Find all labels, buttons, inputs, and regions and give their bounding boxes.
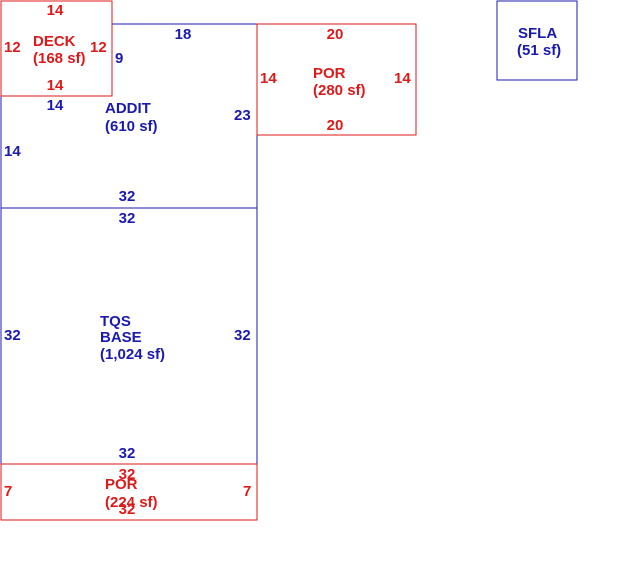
tqs-base-dim-left: 32 — [4, 327, 21, 344]
por-right-dim-top: 20 — [327, 26, 344, 43]
addit-sqft: (610 sf) — [105, 118, 158, 135]
por-bottom-sqft: (224 sf) — [105, 494, 158, 511]
addit-dim-right: 23 — [234, 107, 251, 124]
por-right-dim-right: 14 — [394, 70, 411, 87]
por-bottom-dim-bottom: 32 — [119, 501, 136, 518]
tqs-base-sqft: (1,024 sf) — [100, 346, 165, 363]
addit-name: ADDIT — [105, 100, 151, 117]
por-bottom-dim-right: 7 — [243, 483, 251, 500]
por-right-name: POR — [313, 65, 346, 82]
addit-dim-notch: 9 — [115, 50, 123, 67]
deck-dim-top: 14 — [47, 2, 64, 19]
por-right-sqft: (280 sf) — [313, 82, 366, 99]
por-right-outline — [256, 23, 417, 136]
sfla-area: SFLA (51 sf) — [517, 25, 561, 59]
tqs-base-dim-right: 32 — [234, 327, 251, 344]
deck-dim-left: 12 — [4, 39, 21, 56]
tqs-base-dim-top: 32 — [119, 210, 136, 227]
deck-name: DECK — [33, 33, 76, 50]
por-bottom-dim-left: 7 — [4, 483, 12, 500]
tqs-base-name-line1: TQS — [100, 313, 131, 330]
deck-sqft: (168 sf) — [33, 50, 86, 67]
sfla-sqft: (51 sf) — [517, 42, 561, 59]
por-bottom-dim-top: 32 — [119, 466, 136, 483]
addit-dim-top: 18 — [175, 26, 192, 43]
por-bottom-area: 32 POR (224 sf) 32 7 7 — [4, 466, 251, 518]
por-bottom-outline — [0, 463, 258, 521]
tqs-base-dim-bottom: 32 — [119, 445, 136, 462]
tqs-base-name-line2: BASE — [100, 329, 142, 346]
por-bottom-name: POR — [105, 476, 138, 493]
addit-dim-bottom: 32 — [119, 188, 136, 205]
addit-dim-left: 14 — [4, 143, 21, 160]
deck-dim-right: 12 — [90, 39, 107, 56]
addit-dim-inner-left: 14 — [47, 97, 64, 114]
por-right-dim-left: 14 — [260, 70, 277, 87]
sfla-outline — [496, 0, 578, 81]
por-right-dim-bottom: 20 — [327, 117, 344, 134]
deck-area: DECK (168 sf) 14 14 12 12 — [4, 2, 107, 94]
area-outlines — [0, 0, 578, 521]
por-right-area: POR (280 sf) 20 20 14 14 — [260, 26, 411, 134]
sfla-name: SFLA — [518, 25, 557, 42]
deck-dim-bottom: 14 — [47, 77, 64, 94]
addit-area: ADDIT (610 sf) 18 9 14 14 23 32 — [4, 26, 251, 205]
tqs-base-area: TQS BASE (1,024 sf) 32 32 32 32 — [4, 210, 251, 462]
deck-outline — [0, 0, 113, 97]
